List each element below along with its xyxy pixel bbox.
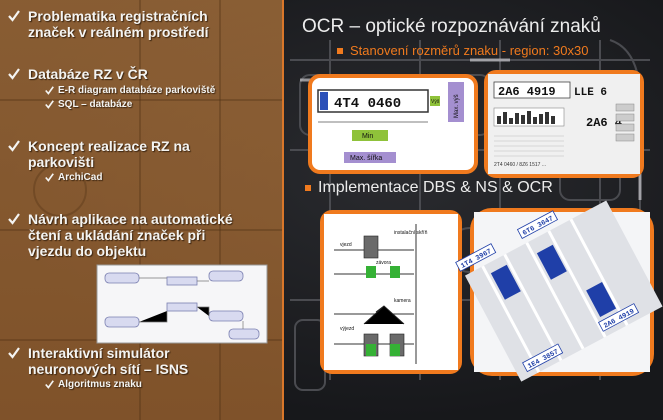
item-1-line-1: Problematika registračních: [28, 8, 208, 24]
ocr-subtitle: Stanovení rozměrů znaku - region: 30x30: [350, 43, 589, 58]
plan-label-2: instalační skříň: [394, 230, 428, 236]
item-3-sub-1: ArchiCad: [58, 172, 103, 183]
item-2-line-1: Databáze RZ v ČR: [28, 66, 148, 82]
item-3-line-2: parkovišti: [28, 154, 95, 170]
checkmark-icon: [8, 347, 20, 359]
item-1-line-2: značek v reálném prostředí: [28, 24, 209, 40]
ocr-top-plate: 2A6 4919: [498, 85, 556, 99]
parking-plan-card: vjezd instalační skříň závora kamera výj…: [320, 210, 462, 374]
plan-label-4: kamera: [394, 298, 411, 304]
ocr-list-text: 2T4 0460 / 8Z6 1517 ...: [494, 162, 546, 168]
item-2-sub-1: E-R diagram databáze parkoviště: [58, 85, 216, 96]
item-4-line-1: Návrh aplikace na automatické: [28, 211, 233, 227]
min-label: Min: [362, 133, 373, 140]
item-4-line-2: čtení a ukládání značek při: [28, 227, 206, 243]
checkmark-icon: [8, 213, 20, 225]
ocr-mid-plate: 2A6 4: [586, 116, 622, 130]
plate-text: 4T4 0460: [334, 96, 401, 112]
vys-label: Výš: [431, 99, 440, 105]
checkmark-icon: [8, 10, 20, 22]
item-4-line-3: vjezdu do objektu: [28, 243, 147, 259]
plan-label-3: závora: [376, 260, 391, 266]
slide-title: OCR – optické rozpoznávání znaků: [302, 16, 601, 37]
bullet-icon: [337, 48, 343, 54]
ocr-app-screenshot: 2A6 4919 LLE 6 2A6 4 2T4 0460 / 8Z6 1517…: [488, 74, 640, 174]
item-2-sub-2: SQL – databáze: [58, 99, 133, 110]
checkmark-icon: [45, 86, 54, 95]
checkmark-icon: [8, 140, 20, 152]
ocr-top-chars: LLE 6: [574, 87, 607, 99]
item-3-line-1: Koncept realizace RZ na: [28, 138, 190, 154]
item-5-line-2: neuronových sítí – ISNS: [28, 361, 189, 377]
plate-dimension-diagram: 4T4 0460 Výš Max. výš Min Max. šířka: [317, 82, 464, 163]
parking-3d-render: 1T4 3967 6T6 3647 1E4 3857 2A6 4919: [455, 200, 663, 382]
bullet-icon: [305, 185, 311, 191]
checkmark-icon: [8, 68, 20, 80]
ocr-measurement-card: 4T4 0460 Výš Max. výš Min Max. šířka: [308, 74, 478, 174]
checkmark-icon: [45, 173, 54, 182]
max-sirka-label: Max. šířka: [350, 155, 382, 162]
implementation-subtitle: Implementace DBS & NS & OCR: [318, 179, 553, 196]
ocr-app-card: 2A6 4919 LLE 6 2A6 4 2T4 0460 / 8Z6 1517…: [484, 70, 644, 178]
er-diagram-thumbnail: [96, 264, 268, 344]
item-5-line-1: Interaktivní simulátor: [28, 345, 170, 361]
plan-label-5: výjezd: [340, 326, 354, 332]
parking-plan-drawing: vjezd instalační skříň závora kamera výj…: [324, 214, 458, 370]
item-5-sub-1: Algoritmus znaku: [58, 379, 142, 390]
plan-label-1: vjezd: [340, 242, 352, 248]
max-vyska-label: Max. výš: [454, 94, 460, 118]
parking-3d-card: 1T4 3967 6T6 3647 1E4 3857 2A6 4919: [455, 200, 663, 382]
checkmark-icon: [45, 380, 54, 389]
checkmark-icon: [45, 100, 54, 109]
left-panel: Problematika registračních značek v reál…: [0, 0, 284, 420]
